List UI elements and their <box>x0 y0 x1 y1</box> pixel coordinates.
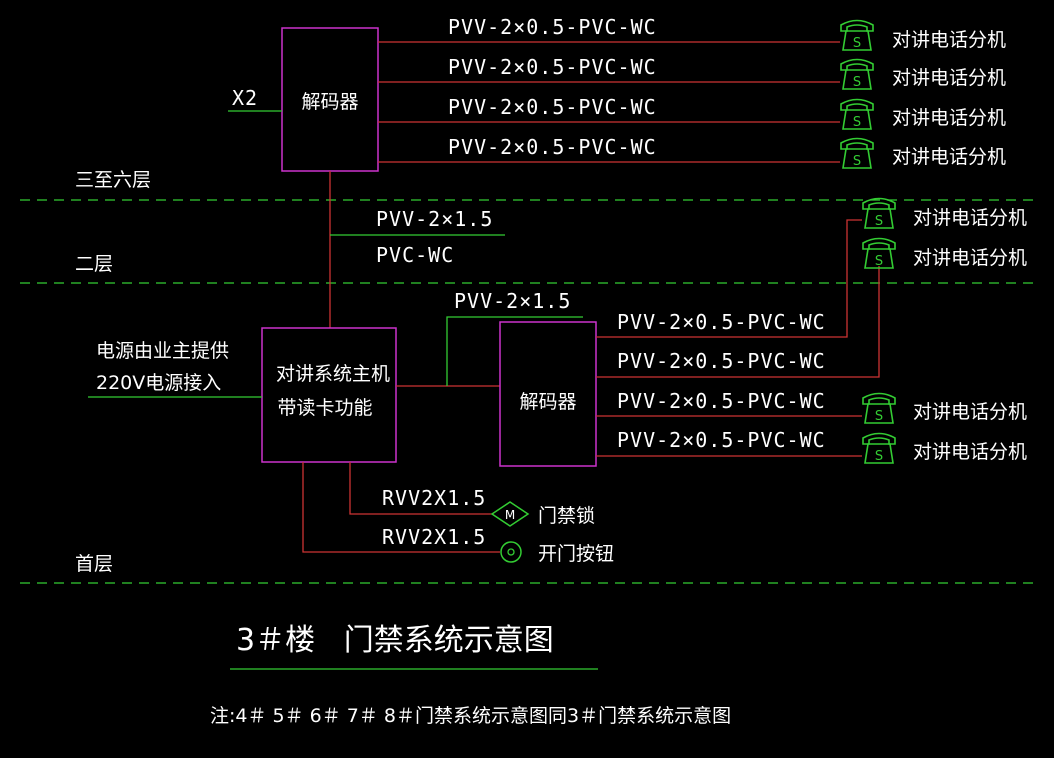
svg-text:PVV-2×0.5-PVC-WC: PVV-2×0.5-PVC-WC <box>448 55 657 79</box>
phone-label-1f-2: 对讲电话分机 <box>913 441 1027 463</box>
button-cable <box>302 462 500 553</box>
intercom-phone-icon: S <box>862 432 896 464</box>
decoder-label-top: 解码器 <box>301 91 358 113</box>
svg-text:PVV-2×0.5-PVC-WC: PVV-2×0.5-PVC-WC <box>448 95 657 119</box>
lower-cable-1 <box>596 219 862 338</box>
link-cable-leader <box>446 316 583 386</box>
riser-cable-label-2: PVC-WC <box>376 243 454 267</box>
door-button-label: 开门按钮 <box>538 543 614 565</box>
lower-cable-label-1: PVV-2×0.5-PVC-WC <box>617 310 826 334</box>
lower-cable-label-4: PVV-2×0.5-PVC-WC <box>617 428 826 452</box>
top-cable-1: PVV-2×0.5-PVC-WC <box>378 15 840 43</box>
intercom-phone-icon: S <box>862 392 896 424</box>
phone-label-2f-1: 对讲电话分机 <box>913 207 1027 229</box>
decoder-label-lower: 解码器 <box>519 391 576 413</box>
lower-cable-label-2: PVV-2×0.5-PVC-WC <box>617 349 826 373</box>
intercom-phone-icon: S <box>840 58 874 90</box>
intercom-phone-icon: S <box>840 98 874 130</box>
power-label-2: 220V电源接入 <box>96 372 221 394</box>
door-lock-icon: M <box>490 501 530 527</box>
svg-text:M: M <box>505 508 515 522</box>
phone-label-1f-1: 对讲电话分机 <box>913 401 1027 423</box>
phone-label-top-2: 对讲电话分机 <box>892 67 1006 89</box>
intercom-phone-icon: S <box>862 237 896 269</box>
power-label-1: 电源由业主提供 <box>96 340 229 362</box>
intercom-phone-icon: S <box>862 197 896 229</box>
door-button-icon <box>500 541 522 563</box>
phone-label-top-3: 对讲电话分机 <box>892 107 1006 129</box>
intercom-host-box[interactable] <box>261 327 397 463</box>
riser-cable-label-1: PVV-2×1.5 <box>376 207 493 231</box>
top-cable-4: PVV-2×0.5-PVC-WC <box>378 135 840 163</box>
floor-label-2: 二层 <box>75 253 113 275</box>
phone-label-top-4: 对讲电话分机 <box>892 146 1006 168</box>
intercom-phone-icon: S <box>840 137 874 169</box>
svg-text:S: S <box>853 36 861 51</box>
footnote: 注:4＃ 5＃ 6＃ 7＃ 8＃门禁系统示意图同3＃门禁系统示意图 <box>210 705 731 727</box>
svg-text:S: S <box>875 449 883 464</box>
host-label-2: 带读卡功能 <box>277 397 372 419</box>
svg-text:S: S <box>875 214 883 229</box>
intercom-phone-icon: S <box>840 19 874 51</box>
svg-text:S: S <box>853 115 861 130</box>
top-cable-2: PVV-2×0.5-PVC-WC <box>378 55 840 83</box>
svg-text:PVV-2×0.5-PVC-WC: PVV-2×0.5-PVC-WC <box>448 135 657 159</box>
link-cable-label: PVV-2×1.5 <box>454 289 571 313</box>
floor-label-1: 首层 <box>75 553 113 575</box>
decoder-box-lower[interactable] <box>499 321 597 467</box>
lower-cable-2 <box>596 266 880 378</box>
door-lock-label: 门禁锁 <box>538 505 595 527</box>
svg-text:S: S <box>853 154 861 169</box>
button-cable-label: RVV2X1.5 <box>382 525 486 549</box>
svg-text:S: S <box>853 75 861 90</box>
lock-cable <box>349 462 492 515</box>
diagram-title: 3＃楼 门禁系统示意图 <box>236 623 554 658</box>
x2-label: X2 <box>232 86 258 110</box>
lock-cable-label: RVV2X1.5 <box>382 486 486 510</box>
svg-text:S: S <box>875 409 883 424</box>
phone-label-2f-2: 对讲电话分机 <box>913 247 1027 269</box>
lower-cable-label-3: PVV-2×0.5-PVC-WC <box>617 389 826 413</box>
svg-text:PVV-2×0.5-PVC-WC: PVV-2×0.5-PVC-WC <box>448 15 657 39</box>
floor-label-3to6: 三至六层 <box>75 169 151 191</box>
top-cable-3: PVV-2×0.5-PVC-WC <box>378 95 840 123</box>
host-label-1: 对讲系统主机 <box>276 363 390 385</box>
phone-label-top-1: 对讲电话分机 <box>892 29 1006 51</box>
svg-text:S: S <box>875 254 883 269</box>
